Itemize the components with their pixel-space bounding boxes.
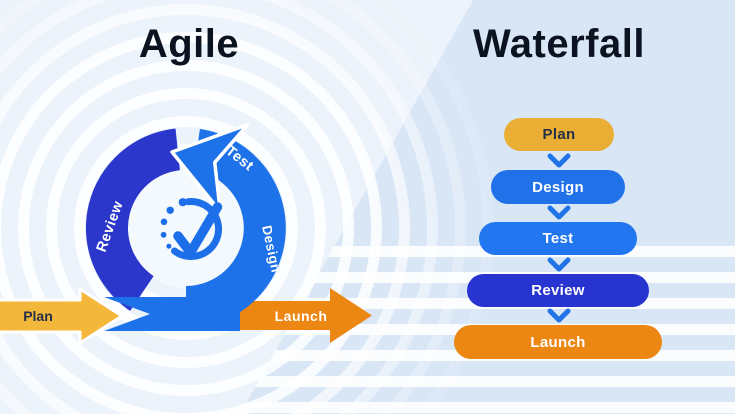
cycle-bottom-band bbox=[104, 297, 240, 331]
cycle-arc-dark bbox=[85, 128, 180, 311]
plan-arrow bbox=[0, 287, 124, 345]
waterfall-step-plan: Plan bbox=[504, 118, 614, 151]
waterfall-step-review: Review bbox=[467, 274, 649, 307]
waterfall-step-test: Test bbox=[479, 222, 637, 255]
plan-arrow-label: Plan bbox=[23, 308, 53, 324]
cycle-arrowhead-icon bbox=[170, 122, 250, 214]
launch-arrow-label: Launch bbox=[275, 308, 328, 324]
cycle-arc-light bbox=[186, 129, 286, 328]
chevron-down-icon bbox=[547, 308, 571, 323]
waterfall-title: Waterfall bbox=[473, 22, 645, 66]
chevron-down-icon bbox=[547, 257, 571, 272]
waterfall-step-launch: Launch bbox=[454, 325, 662, 359]
waterfall-step-design: Design bbox=[491, 170, 625, 204]
launch-arrow bbox=[238, 288, 372, 343]
agile-title: Agile bbox=[138, 22, 240, 66]
check-circle-dotted-icon bbox=[160, 198, 223, 261]
chevron-down-icon bbox=[547, 205, 571, 220]
chevron-down-icon bbox=[547, 153, 571, 168]
